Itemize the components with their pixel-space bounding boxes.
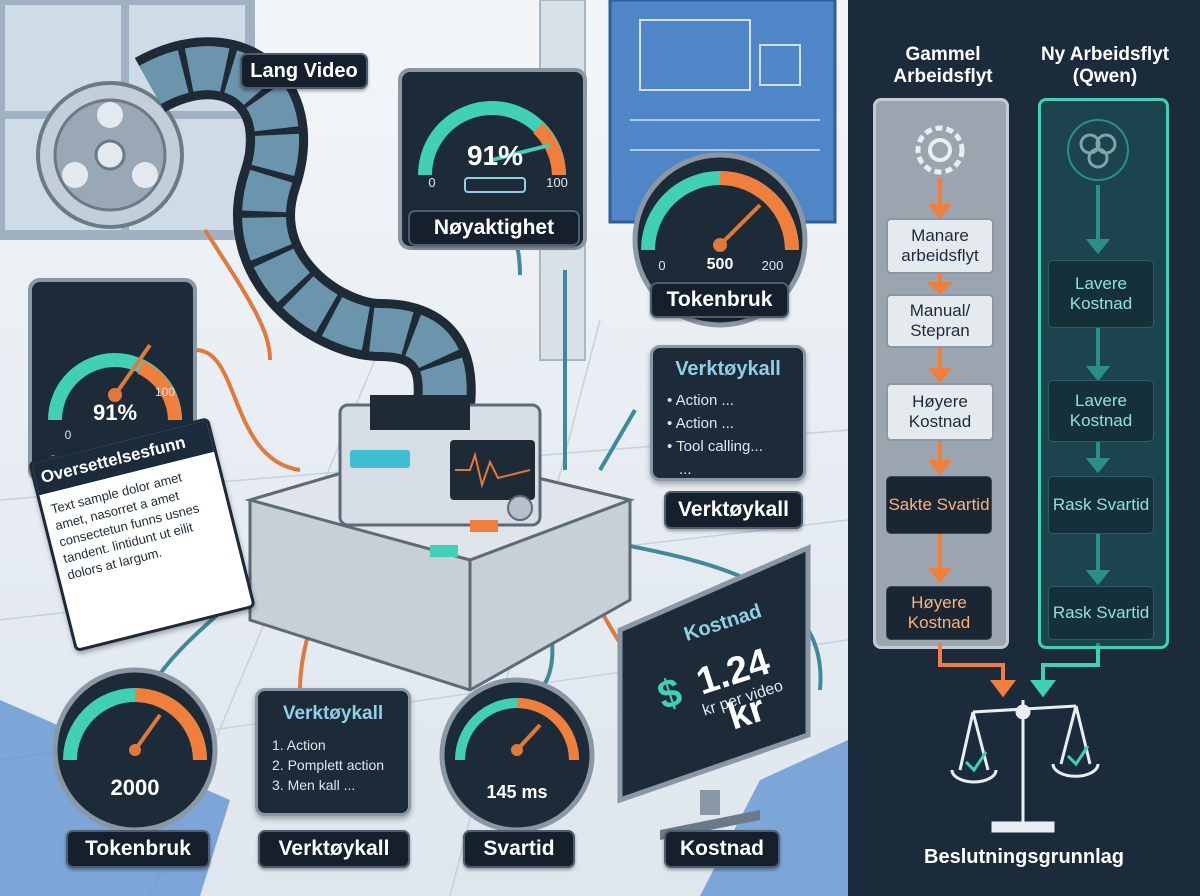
wall-blueprint — [608, 0, 837, 224]
cost-label: Kostnad — [664, 830, 780, 868]
new-step-3: Rask Svartid — [1048, 476, 1154, 534]
accuracy-gauge-graphic — [398, 68, 587, 250]
gear-icon — [915, 125, 965, 175]
processing-machine — [244, 395, 636, 692]
tokens-bottom-label: Tokenbruk — [66, 830, 210, 868]
tools-panel-title: Verktøykall — [675, 358, 781, 380]
tokens-top-label: Tokenbruk — [650, 282, 789, 318]
tools-bottom-list: 1. Action 2. Pomplett action 3. Men kall… — [272, 735, 408, 795]
old-workflow-title: Gammel Arbeidsflyt — [893, 44, 993, 87]
side-gauge-max: 100 — [154, 385, 176, 399]
new-step-2: Lavere Kostnad — [1048, 380, 1154, 442]
scales-icon — [950, 700, 1100, 833]
workflow-comparison: Gammel Arbeidsflyt Ny Arbeidsflyt (Qwen) — [848, 0, 1200, 896]
new-workflow-column — [1038, 98, 1169, 649]
old-step-3: Høyere Kostnad — [886, 383, 994, 441]
film-reel — [36, 81, 184, 229]
tools-panel-label: Verktøykall — [664, 491, 803, 529]
tokens-bottom-value: 2000 — [110, 775, 160, 800]
decision-label: Beslutningsgrunnlag — [924, 846, 1124, 868]
latency-gauge-graphic — [439, 677, 595, 833]
latency-value: 145 ms — [486, 782, 548, 802]
tokens-bottom-gauge-graphic — [52, 667, 218, 833]
old-step-5: Høyere Kostnad — [886, 586, 992, 640]
tokens-top-max: 200 — [761, 258, 784, 273]
tools-panel-list: • Action ... • Action ... • Tool calling… — [667, 389, 803, 481]
list-item: • Action ... — [667, 415, 734, 432]
old-step-1: Manare arbeidsflyt — [886, 218, 994, 274]
old-arrows — [927, 178, 1016, 698]
tools-bottom-label: Verktøykall — [258, 830, 410, 868]
tokens-top-value: 500 — [706, 256, 734, 273]
new-workflow-title: Ny Arbeidsflyt (Qwen) — [1040, 44, 1170, 87]
old-step-2: Manual/ Stepran — [886, 294, 994, 348]
list-item: ... — [679, 461, 692, 478]
list-item: • Tool calling... — [667, 438, 763, 455]
list-item: 3. Men kall ... — [272, 777, 356, 793]
latency-label: Svartid — [463, 830, 575, 868]
accuracy-label: Nøyaktighet — [408, 210, 580, 246]
video-label: Lang Video — [240, 53, 368, 89]
accuracy-value: 91% — [466, 140, 524, 171]
old-step-4: Sakte Svartid — [886, 476, 992, 534]
tools-panel: Verktøykall • Action ... • Action ... • … — [650, 345, 806, 481]
accuracy-min: 0 — [428, 175, 436, 190]
illustration-area: Lang Video 91% 0 100 Nøyaktighet 0 500 2… — [0, 0, 848, 896]
list-item: • Action ... — [667, 392, 734, 409]
tokens-top-min: 0 — [658, 258, 666, 273]
side-gauge-min: 0 — [64, 428, 72, 442]
new-step-4: Rask Svartid — [1048, 586, 1154, 640]
new-step-1: Lavere Kostnad — [1048, 260, 1154, 328]
tools-bottom-title: Verktøykall — [282, 703, 384, 724]
list-item: 1. Action — [272, 737, 326, 753]
list-item: 2. Pomplett action — [272, 757, 385, 773]
tools-bottom-panel: Verktøykall 1. Action 2. Pomplett action… — [255, 688, 411, 816]
accuracy-max: 100 — [546, 175, 568, 190]
side-gauge-value: 91% — [92, 400, 138, 425]
